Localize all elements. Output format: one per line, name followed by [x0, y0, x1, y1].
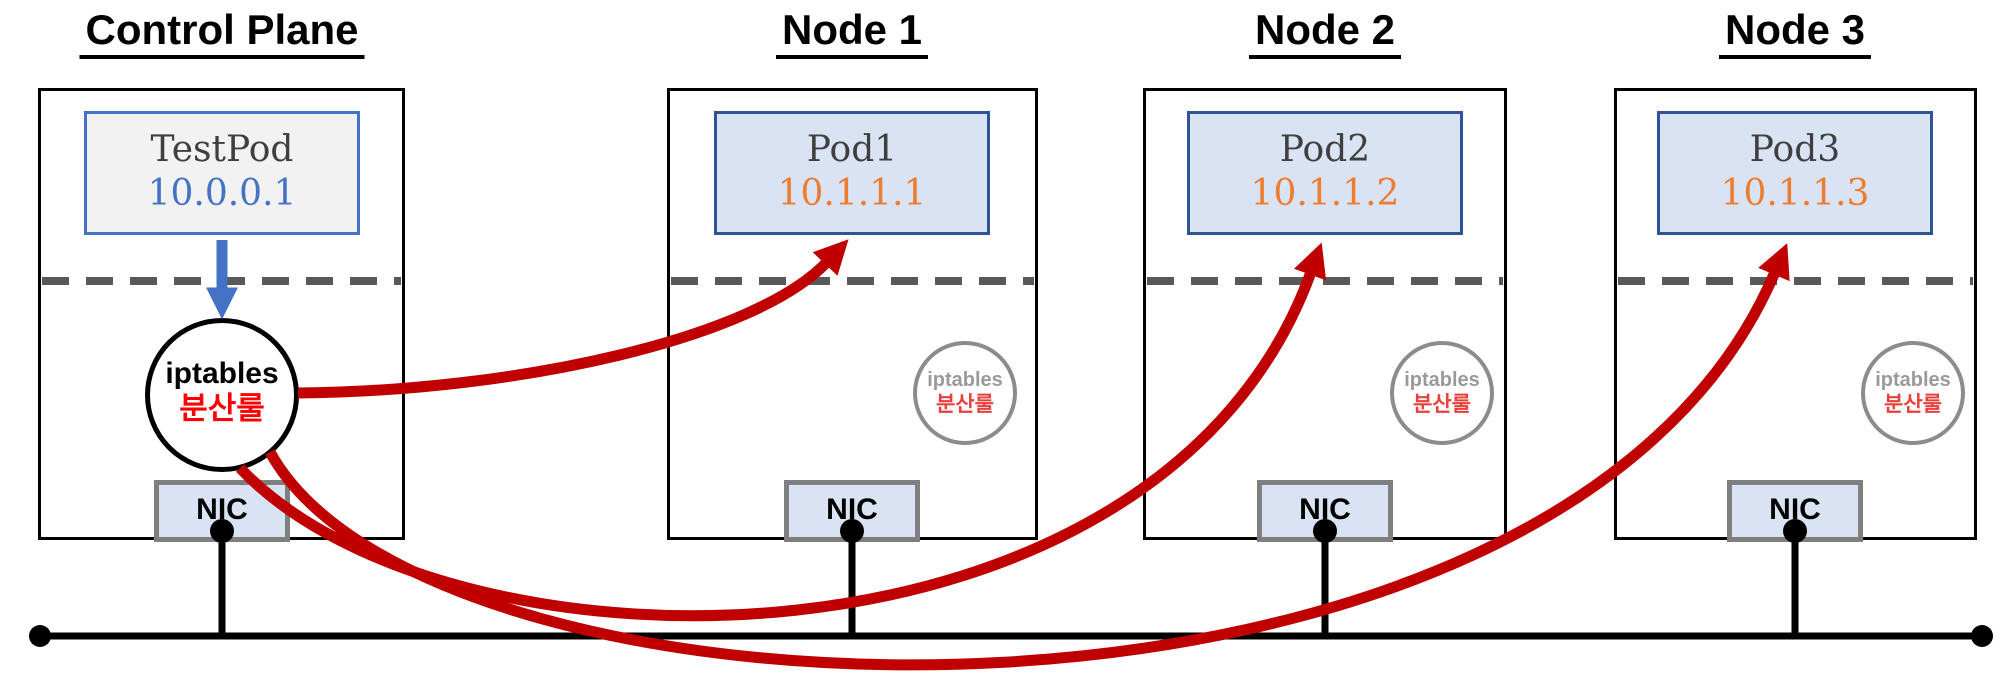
pod2-box: Pod2 10.1.1.2 — [1187, 111, 1463, 235]
distribution-rule-label: 분산룰 — [936, 393, 994, 416]
node3-title: Node 3 — [1718, 6, 1872, 60]
pod3-name: Pod3 — [1749, 129, 1841, 170]
iptables-circle-node3: iptables 분산룰 — [1861, 341, 1965, 445]
iptables-label: iptables — [1404, 369, 1480, 391]
nic-label: NIC — [826, 493, 878, 526]
iptables-label: iptables — [165, 357, 279, 390]
distribution-rule-label: 분산룰 — [1884, 393, 1942, 416]
node1-title-text: Node 1 — [775, 6, 929, 60]
nic-box-control-plane: NIC — [154, 480, 290, 542]
iptables-label: iptables — [1875, 369, 1951, 391]
iptables-circle-node2: iptables 분산룰 — [1390, 341, 1494, 445]
control-plane-title-text: Control Plane — [79, 6, 365, 60]
node3-title-text: Node 3 — [1718, 6, 1872, 60]
nic-box-node1: NIC — [784, 480, 920, 542]
testpod-box: TestPod 10.0.0.1 — [84, 111, 360, 235]
testpod-ip: 10.0.0.1 — [147, 173, 297, 215]
control-plane-title: Control Plane — [79, 6, 365, 60]
testpod-name: TestPod — [150, 129, 294, 170]
bus-endpoint-right — [1971, 625, 1993, 647]
pod3-ip: 10.1.1.3 — [1720, 173, 1870, 215]
iptables-label: iptables — [927, 369, 1003, 391]
pod2-name: Pod2 — [1279, 129, 1371, 170]
node2-title-text: Node 2 — [1248, 6, 1402, 60]
pod1-ip: 10.1.1.1 — [777, 173, 927, 215]
distribution-rule-label: 분산룰 — [179, 391, 265, 426]
pod1-name: Pod1 — [806, 129, 898, 170]
node2-title: Node 2 — [1248, 6, 1402, 60]
nic-label: NIC — [196, 493, 248, 526]
nic-label: NIC — [1769, 493, 1821, 526]
pod3-box: Pod3 10.1.1.3 — [1657, 111, 1933, 235]
node1-title: Node 1 — [775, 6, 929, 60]
bus-endpoint-left — [29, 625, 51, 647]
nic-box-node3: NIC — [1727, 480, 1863, 542]
distribution-rule-label: 분산룰 — [1413, 393, 1471, 416]
pod1-box: Pod1 10.1.1.1 — [714, 111, 990, 235]
iptables-circle-control-plane: iptables 분산룰 — [145, 318, 299, 472]
nic-box-node2: NIC — [1257, 480, 1393, 542]
iptables-circle-node1: iptables 분산룰 — [913, 341, 1017, 445]
nic-label: NIC — [1299, 493, 1351, 526]
pod2-ip: 10.1.1.2 — [1250, 173, 1400, 215]
